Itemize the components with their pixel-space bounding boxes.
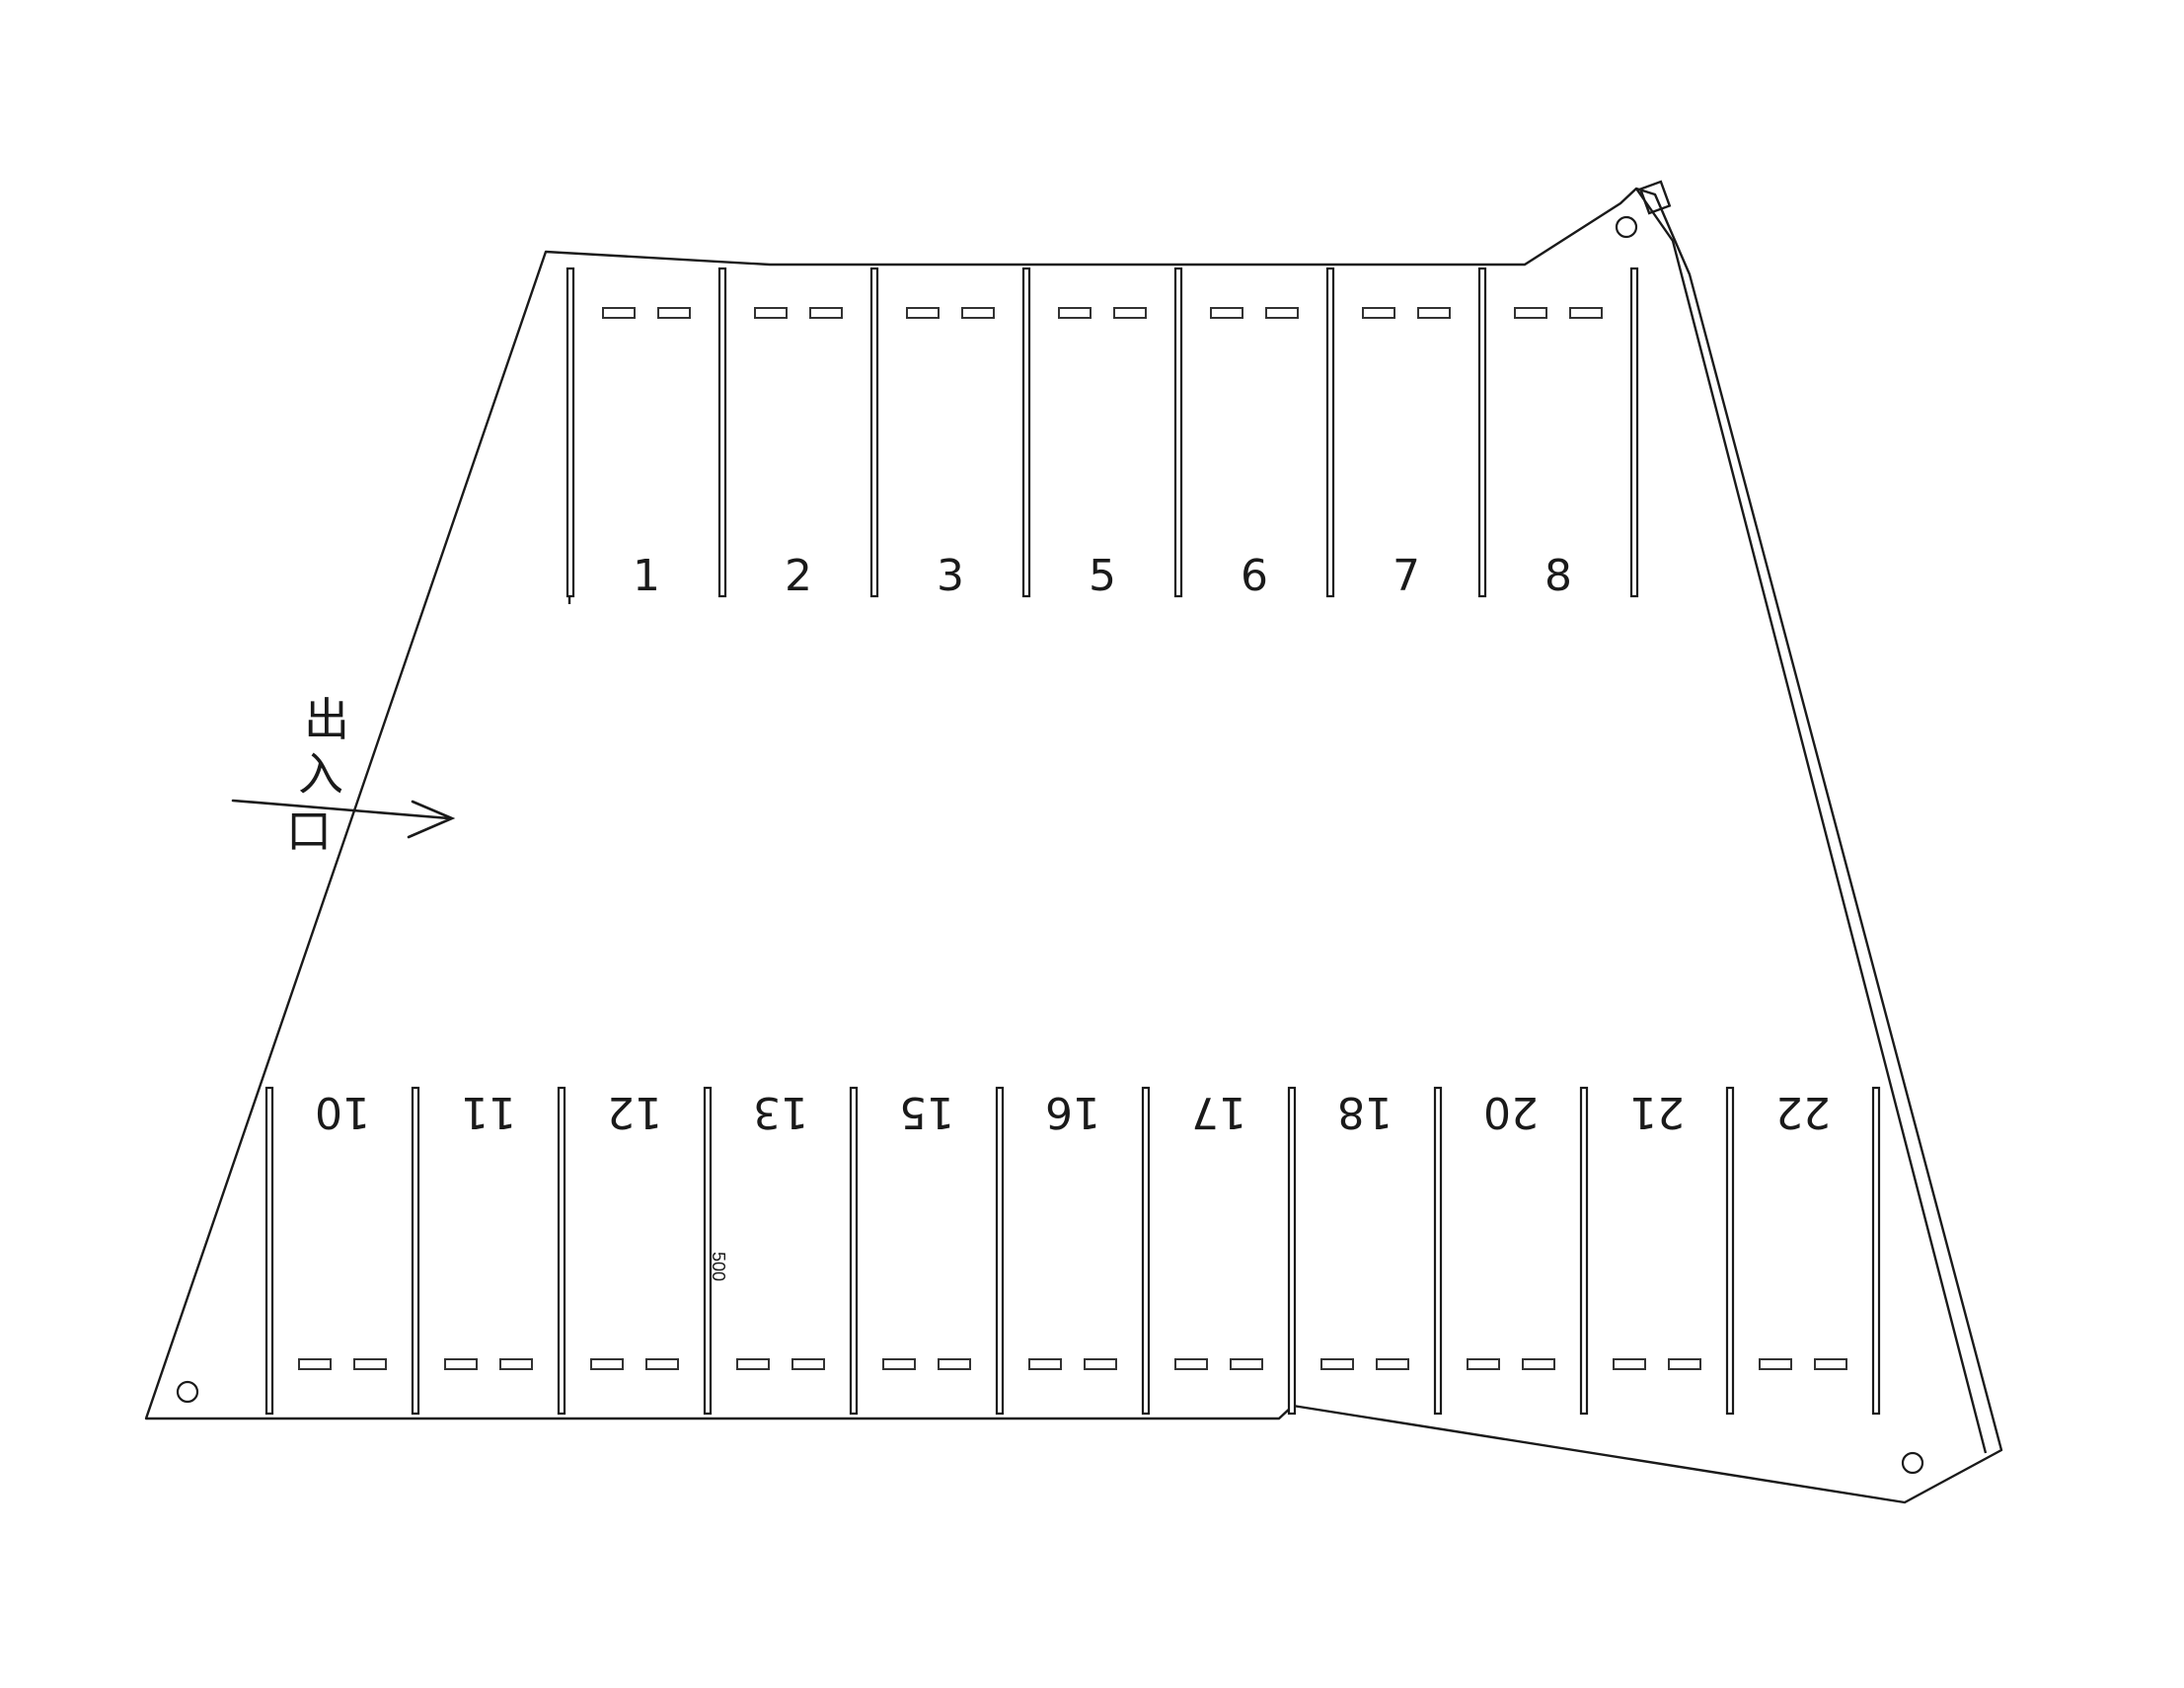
stall-number: 11 (461, 1087, 516, 1137)
wheel-stop (1362, 307, 1395, 319)
wheel-stop (906, 307, 940, 319)
entrance-char-1: 出 (304, 693, 349, 746)
wheel-stop (645, 1358, 679, 1370)
stall-divider (1433, 1086, 1443, 1416)
stall-divider (1021, 267, 1031, 598)
stall-number: 2 (785, 551, 812, 601)
wheel-stop (1376, 1358, 1409, 1370)
stall-divider (995, 1086, 1005, 1416)
wheel-stop (736, 1358, 770, 1370)
wheel-stop (590, 1358, 624, 1370)
stall-number: 18 (1337, 1087, 1393, 1137)
wheel-stop (444, 1358, 478, 1370)
stall-number: 15 (899, 1087, 954, 1137)
entrance-char-3: 口 (286, 805, 332, 858)
stall-divider (1325, 267, 1335, 598)
stall-divider (557, 1086, 566, 1416)
stall-number: 5 (1089, 551, 1116, 601)
stall-number: 8 (1544, 551, 1572, 601)
bottom-parking-row: 10 11 12 13 15 16 17 18 20 21 22 (264, 1086, 1881, 1416)
stall-number: 22 (1775, 1087, 1831, 1137)
right-fence (1635, 188, 1988, 1454)
wheel-stop (1569, 307, 1603, 319)
wheel-stop (1058, 307, 1092, 319)
wheel-stop (1174, 1358, 1208, 1370)
wheel-stop (1759, 1358, 1792, 1370)
stall-divider (411, 1086, 420, 1416)
wheel-stop (1467, 1358, 1500, 1370)
wheel-stop (938, 1358, 971, 1370)
wheel-stop (657, 307, 691, 319)
stall-number: 12 (607, 1087, 662, 1137)
boundary-marker (1615, 215, 1638, 239)
entrance-char-2: 入 (298, 747, 343, 801)
stall-divider (264, 1086, 274, 1416)
wheel-stop (298, 1358, 332, 1370)
wheel-stop (1613, 1358, 1646, 1370)
wheel-stop (882, 1358, 916, 1370)
dimension-label: 500 (709, 1252, 728, 1281)
stall-number: 6 (1241, 551, 1268, 601)
boundary-marker (1901, 1451, 1924, 1475)
stall-number: 20 (1483, 1087, 1539, 1137)
stall-number: 16 (1045, 1087, 1100, 1137)
stall-divider (1871, 1086, 1881, 1416)
stall-number: 1 (633, 551, 660, 601)
stall-divider (1477, 267, 1487, 598)
wheel-stop (499, 1358, 533, 1370)
wheel-stop (754, 307, 788, 319)
stall-number: 17 (1191, 1087, 1246, 1137)
wheel-stop (1814, 1358, 1847, 1370)
wheel-stop (1522, 1358, 1555, 1370)
wheel-stop (1230, 1358, 1263, 1370)
stall-divider (565, 267, 575, 598)
wheel-stop (1320, 1358, 1354, 1370)
stall-divider (1173, 267, 1183, 598)
wheel-stop (1514, 307, 1547, 319)
stall-number: 13 (753, 1087, 808, 1137)
entrance-annotation: 出 入 口 (231, 693, 456, 858)
corner-post (1638, 180, 1672, 215)
boundary-marker (176, 1380, 199, 1404)
wheel-stop (1668, 1358, 1701, 1370)
stall-divider (717, 267, 727, 598)
lot-boundary (144, 187, 2003, 1504)
stall-divider (1287, 1086, 1297, 1416)
wheel-stop (1028, 1358, 1062, 1370)
stall-number: 10 (315, 1087, 370, 1137)
entrance-arrow-icon (231, 799, 456, 839)
stall-divider (1629, 267, 1639, 598)
wheel-stop (791, 1358, 825, 1370)
stall-number: 7 (1393, 551, 1420, 601)
stall-number: 3 (937, 551, 964, 601)
wheel-stop (1113, 307, 1147, 319)
top-parking-row: 1 2 3 5 6 7 8 (565, 267, 1639, 601)
stall-divider (703, 1086, 713, 1416)
wheel-stop (1417, 307, 1451, 319)
wheel-stop (961, 307, 995, 319)
stall-divider (1141, 1086, 1151, 1416)
wheel-stop (1084, 1358, 1117, 1370)
stall-divider (869, 267, 879, 598)
wheel-stop (1210, 307, 1243, 319)
wheel-stop (809, 307, 843, 319)
stall-divider (1725, 1086, 1735, 1416)
wheel-stop (602, 307, 636, 319)
wheel-stop (353, 1358, 387, 1370)
stall-divider (1579, 1086, 1589, 1416)
stall-number: 21 (1629, 1087, 1685, 1137)
wheel-stop (1265, 307, 1299, 319)
stall-divider (849, 1086, 859, 1416)
